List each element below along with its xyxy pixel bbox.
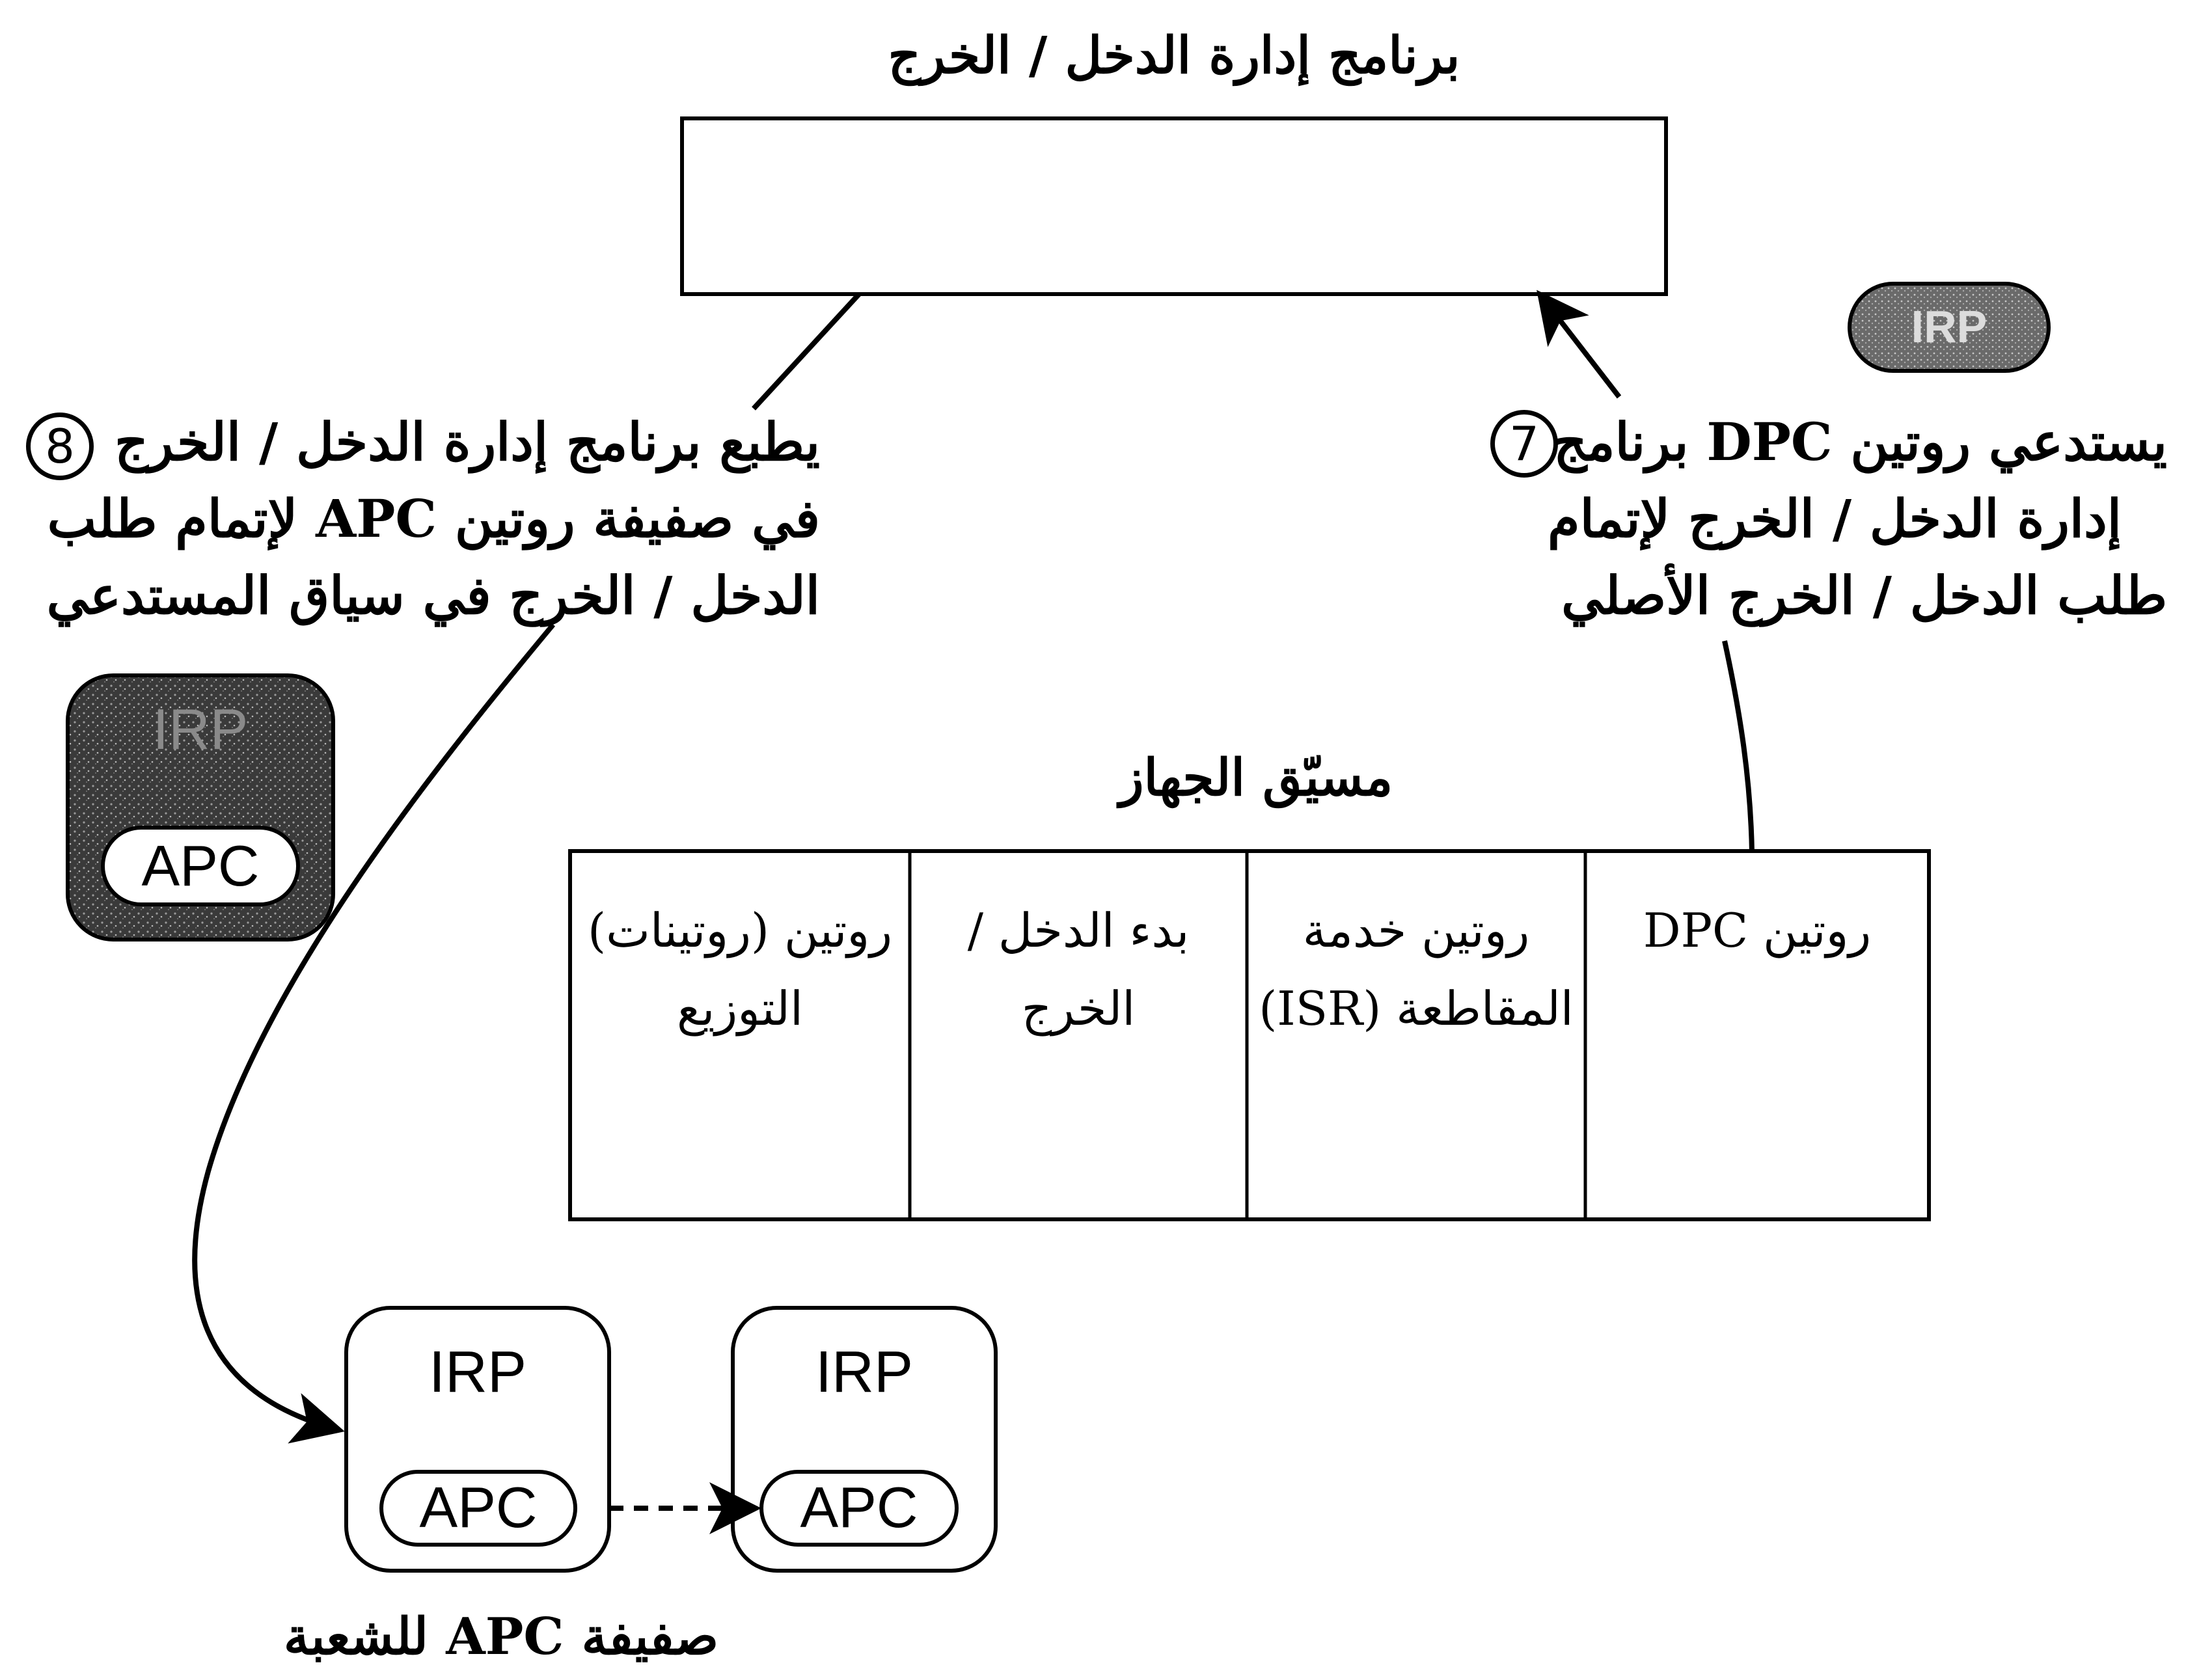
apc-queue-caption: صفيفة APC للشعبة: [283, 1607, 719, 1666]
cell-dispatch-routines: روتين (روتينات) التوزيع: [570, 891, 910, 1048]
step8-text: يطبع برنامج إدارة الدخل / الخرج في صفيفة…: [46, 403, 820, 634]
queue-item-1-apc-pill: [379, 1470, 577, 1547]
queue-item-1-irp-label: IRP: [428, 1340, 527, 1405]
cell-start-io-line-1: بدء الدخل /: [967, 903, 1190, 958]
cell-dispatch-line-2: التوزيع: [677, 981, 803, 1036]
device-driver-title: مسيّق الجهاز: [1119, 748, 1393, 807]
cell-dpc-routine: روتين DPC: [1585, 891, 1929, 969]
cell-start-io: بدء الدخل / الخرج: [910, 891, 1247, 1048]
step8-number-circle: 8: [26, 413, 94, 480]
step8-line-1: يطبع برنامج إدارة الدخل / الخرج: [115, 411, 820, 472]
io-manager-title: برنامج إدارة الدخل / الخرج: [888, 26, 1460, 85]
cell-dpc-line-1: روتين DPC: [1643, 903, 1872, 958]
queue-item-2-irp-label: IRP: [815, 1340, 914, 1405]
step8-line-3: الدخل / الخرج في سياق المستدعي: [46, 565, 820, 626]
io-manager-box: [680, 116, 1668, 296]
cell-isr-line-1: روتين خدمة: [1302, 903, 1530, 958]
step7-number-circle: 7: [1490, 410, 1558, 478]
step7-arrow-line: [1537, 290, 1622, 399]
cell-isr-routine: روتين خدمة المقاطعة (ISR): [1247, 891, 1585, 1048]
step7-line-2: إدارة الدخل / الخرج لإتمام: [1548, 488, 2122, 549]
step8-line-2: في صفيفة روتين APC لإتمام طلب: [47, 488, 820, 549]
step7-line-3: طلب الدخل / الخرج الأصلي: [1561, 565, 2167, 626]
cell-start-io-line-2: الخرج: [1021, 981, 1136, 1036]
queue-item-2-apc-label: APC: [800, 1475, 918, 1539]
queue-item-2-apc-pill: [759, 1470, 959, 1547]
cell-isr-line-2: المقاطعة (ISR): [1259, 981, 1574, 1036]
dark-irp-label: IRP: [152, 697, 249, 761]
cell-dispatch-line-1: روتين (روتينات): [588, 903, 892, 958]
queue-item-1-apc-label: APC: [419, 1475, 538, 1539]
step8-to-queue-curve: [192, 623, 556, 1444]
device-driver-table: [568, 849, 1931, 1221]
dark-apc-label: APC: [141, 833, 260, 898]
dark-apc-pill: [101, 826, 300, 906]
step7-to-dpc-line: [1722, 640, 1755, 853]
step7-line-1: يستدعي روتين DPC برنامج: [1553, 411, 2167, 472]
irp-chip-shape: [1848, 282, 2051, 373]
step7-text: يستدعي روتين DPC برنامج إدارة الدخل / ال…: [1548, 403, 2167, 634]
irp-chip-label: IRP: [1911, 301, 1988, 352]
io-to-step8-line: [752, 292, 861, 411]
